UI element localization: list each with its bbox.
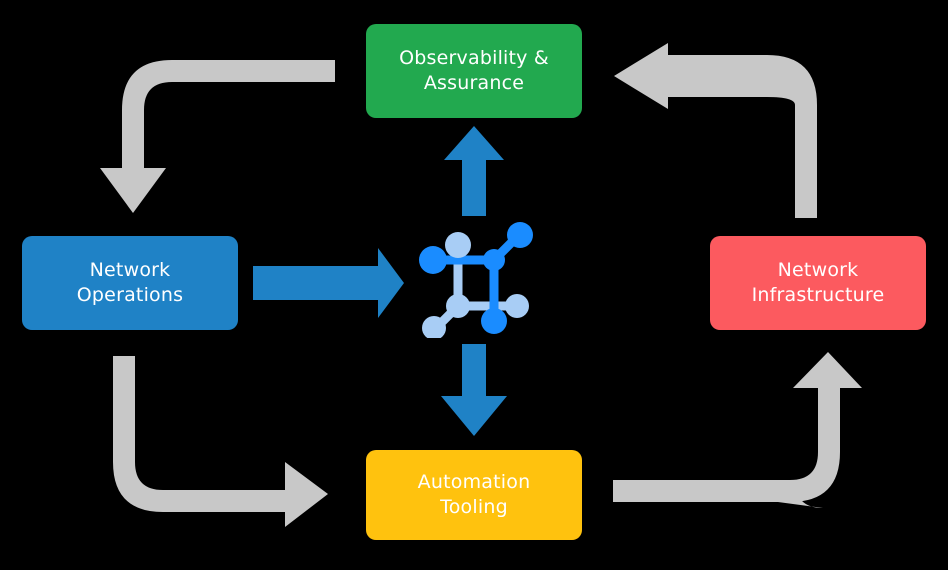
node-network-infrastructure[interactable]: Network Infrastructure [710,236,926,330]
node-network-operations[interactable]: Network Operations [22,236,238,330]
cycle-arrow-operations-to-automation [113,356,328,527]
node-observability-assurance[interactable]: Observability & Assurance [366,24,582,118]
hub-arrow-center-to-automation [441,344,507,436]
hub-arrow-operations-to-center [253,248,404,318]
network-topology-icon [419,222,533,338]
topology-dark-nodes [419,222,533,334]
cycle-arrow-infrastructure-to-observability [614,43,817,218]
topology-light-nodes [422,232,529,338]
cycle-arrow-observability-to-operations [100,60,335,213]
node-automation-tooling[interactable]: Automation Tooling [366,450,582,540]
cycle-arrow-automation-to-infrastructure-body [613,352,862,502]
hub-arrow-center-to-observability [444,126,504,216]
